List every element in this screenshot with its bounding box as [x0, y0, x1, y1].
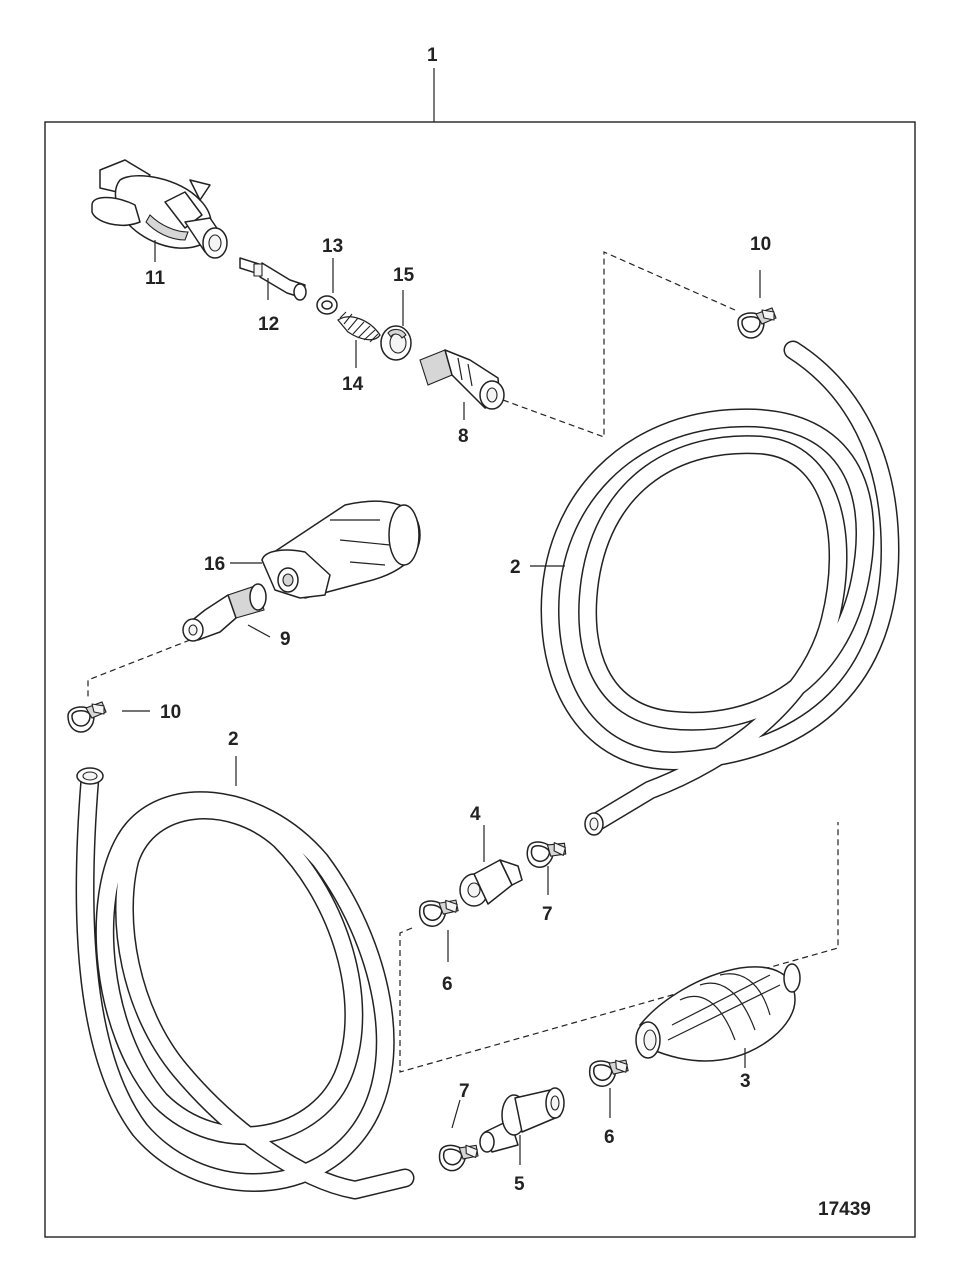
callout-13: 13 [322, 236, 343, 257]
fuel-hose-lower [75, 767, 415, 1200]
figure-number: 17439 [818, 1199, 871, 1220]
hose-clamp-6-upper [416, 893, 461, 932]
callout-7-upper: 7 [542, 904, 553, 925]
hose-clamp-lower [67, 701, 107, 733]
hose-fitting-5 [479, 1087, 565, 1153]
hose-fitting-lower [182, 583, 267, 642]
hose-clamp-6-lower [586, 1053, 631, 1092]
hose-clamp-7-lower [435, 1137, 481, 1177]
callout-2-lower: 2 [228, 729, 239, 750]
callout-10-lower: 10 [160, 702, 181, 723]
callout-6-lower: 6 [604, 1127, 615, 1148]
assembly-callout: 1 [427, 45, 438, 66]
callout-16: 16 [204, 554, 225, 575]
assembly-frame [44, 121, 916, 1238]
callout-8: 8 [458, 426, 469, 447]
washer [380, 325, 412, 361]
callout-7-lower: 7 [459, 1081, 470, 1102]
callout-2-upper: 2 [510, 557, 521, 578]
valve-stem [239, 257, 307, 301]
callout-14: 14 [342, 374, 364, 395]
hose-clamp-7-upper [523, 833, 570, 875]
fuel-hose-upper [540, 340, 900, 836]
callout-4: 4 [470, 804, 481, 825]
hose-fitting-upper [419, 349, 505, 410]
callout-15: 15 [393, 265, 415, 286]
hose-fitting-4 [459, 859, 523, 907]
callout-9: 9 [280, 629, 291, 650]
fuel-connector-engine [91, 159, 228, 259]
hose-clamp-upper [737, 307, 777, 339]
callout-3: 3 [740, 1071, 751, 1092]
callout-5: 5 [514, 1174, 525, 1195]
primer-bulb [635, 963, 801, 1062]
callout-10-upper: 10 [750, 234, 771, 255]
callout-11: 11 [145, 268, 166, 289]
callout-6-upper: 6 [442, 974, 453, 995]
o-ring [316, 295, 338, 315]
callout-12: 12 [258, 314, 279, 335]
spring [337, 311, 381, 343]
fuel-connector-tank [261, 500, 421, 599]
